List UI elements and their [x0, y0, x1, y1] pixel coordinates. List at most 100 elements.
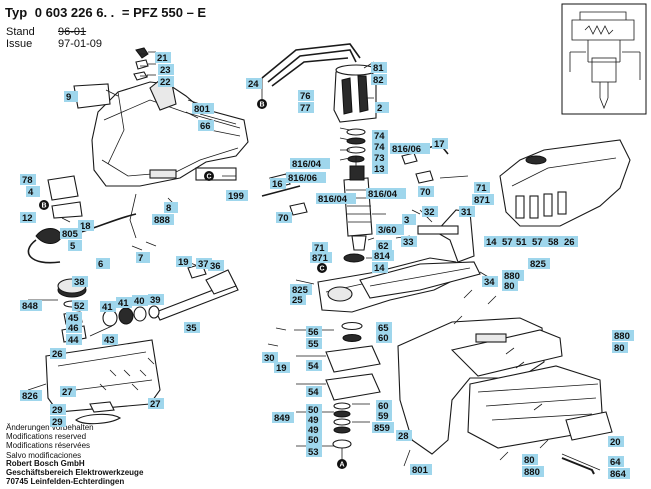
part-callout: 52 — [72, 300, 88, 312]
callout-box — [290, 294, 306, 305]
callout-number: 199 — [228, 191, 244, 202]
part-callout: 13 — [372, 163, 388, 175]
switch-and-cord — [27, 175, 137, 264]
callout-number: 32 — [424, 207, 435, 218]
callout-number: 50 — [308, 435, 319, 446]
callout-number: 880 — [524, 467, 540, 478]
callout-number: 50 — [308, 405, 319, 416]
callout-box — [68, 240, 82, 251]
callout-box — [528, 258, 550, 269]
typ-number: 0 603 226 6. . — [34, 5, 115, 20]
part-callout: 56 — [306, 326, 322, 338]
ref-letter: C — [320, 266, 325, 273]
callout-number: 871 — [312, 253, 329, 264]
callout-box — [372, 250, 394, 261]
part-callout: 801 — [192, 103, 214, 115]
callout-number: 38 — [74, 277, 85, 288]
type-line: Typ 0 603 226 6. . = PFZ 550 – E — [5, 5, 206, 20]
part-callout: 60 — [376, 400, 392, 412]
part-callout: 6 — [96, 258, 110, 270]
callout-box — [410, 464, 432, 475]
part-callout: 3 — [402, 214, 416, 226]
part-callout: 14 — [372, 262, 388, 274]
part-callout: 4 — [26, 186, 40, 198]
part-callout: 27 — [148, 398, 164, 410]
callout-number: 58 — [548, 237, 559, 248]
part-callout: 816/04 — [290, 158, 330, 170]
part-callout: 60 — [376, 332, 392, 344]
callout-box — [262, 352, 278, 363]
callout-box — [459, 206, 475, 217]
callout-box — [306, 404, 322, 415]
callout-number: 70 — [278, 213, 289, 224]
callout-number: 80 — [504, 281, 515, 292]
part-callout: 880 — [502, 270, 524, 282]
callout-number: 62 — [378, 241, 389, 252]
callout-number: 7 — [138, 253, 143, 264]
callout-box — [298, 90, 314, 101]
callout-number: 66 — [200, 121, 211, 132]
callout-number: 5 — [70, 241, 76, 252]
callout-box — [432, 138, 448, 149]
part-callout: 45 — [66, 312, 82, 324]
callout-number: 9 — [66, 92, 71, 103]
callout-box — [286, 172, 326, 183]
part-callout: 43 — [102, 334, 118, 346]
issue-value: 97-01-09 — [58, 38, 103, 50]
hex-key — [561, 457, 595, 475]
part-callout: 50 — [306, 434, 322, 446]
callout-box — [522, 454, 538, 465]
callout-number: 78 — [22, 175, 33, 186]
address-line: Geschäftsbereich Elektrowerkzeuge — [6, 468, 144, 478]
callout-number: 22 — [160, 77, 171, 88]
issue-label: Issue — [6, 38, 33, 50]
callout-box — [272, 412, 294, 423]
callout-number: 805 — [62, 229, 79, 240]
callout-number: 73 — [374, 153, 385, 164]
callout-box — [290, 158, 330, 169]
part-callout: 871 — [472, 194, 494, 206]
ref-letter: A — [340, 462, 345, 469]
part-callout: 19 — [274, 362, 290, 374]
callout-box — [100, 301, 116, 312]
callout-number: 29 — [52, 417, 63, 428]
part-callout: 73 — [372, 152, 388, 164]
callout-number: 80 — [614, 343, 625, 354]
callout-box — [612, 330, 634, 341]
part-callout: 816/04 — [366, 188, 406, 200]
callout-number: 2 — [377, 103, 382, 114]
callout-box — [500, 236, 516, 247]
typ-label: Typ — [5, 5, 28, 20]
callout-number: 880 — [614, 331, 630, 342]
callout-number: 17 — [434, 139, 445, 150]
callout-box — [196, 258, 212, 269]
callout-number: 74 — [374, 142, 385, 153]
ref-letter: B — [260, 102, 265, 109]
part-callout: 14 — [484, 236, 500, 248]
callout-number: 43 — [104, 335, 115, 346]
callout-number: 849 — [274, 413, 290, 424]
callout-number: 44 — [68, 335, 79, 346]
callout-number: 74 — [374, 131, 385, 142]
part-callout: 65 — [376, 322, 392, 334]
mounting-bracket — [417, 205, 475, 263]
callout-box — [66, 312, 82, 323]
callout-number: 19 — [276, 363, 287, 374]
part-callout: 18 — [78, 220, 94, 232]
callout-number: 13 — [374, 164, 385, 175]
part-callout: 71 — [474, 182, 490, 194]
callout-number: 816/06 — [288, 173, 317, 184]
callout-number: 57 — [502, 237, 513, 248]
part-callout: 864 — [608, 468, 630, 480]
callout-box — [306, 446, 322, 457]
part-callout: 77 — [298, 102, 314, 114]
callout-number: 54 — [308, 361, 319, 372]
guide-rod — [102, 263, 239, 327]
callout-box — [116, 297, 132, 308]
callout-box — [502, 270, 524, 281]
part-callout: 70 — [276, 212, 292, 224]
callout-box — [376, 410, 392, 421]
callout-number: 33 — [403, 237, 414, 248]
part-callout: 64 — [608, 456, 624, 468]
